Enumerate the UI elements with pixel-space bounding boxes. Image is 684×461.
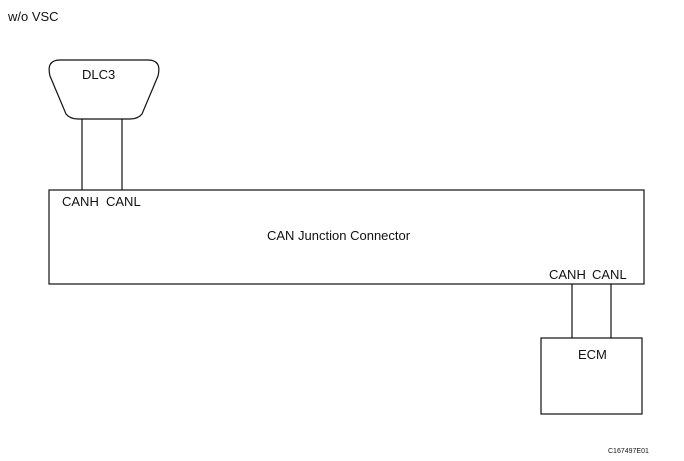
dlc3-canl-pin-label: CANL — [106, 194, 141, 209]
ecm-box — [540, 337, 643, 415]
figure-id: C167497E01 — [608, 448, 649, 455]
ecm-canh-pin-label: CANH — [549, 267, 586, 282]
diagram-caption: w/o VSC — [8, 9, 59, 24]
dlc3-label: DLC3 — [82, 67, 116, 82]
ecm-canl-pin-label: CANL — [592, 267, 627, 282]
can-junction-connector-box — [48, 189, 645, 285]
can-junction-connector-label: CAN Junction Connector — [267, 228, 411, 243]
dlc3-canh-pin-label: CANH — [62, 194, 99, 209]
ecm-label: ECM — [578, 347, 607, 362]
dlc3-connector-outline — [48, 59, 160, 120]
